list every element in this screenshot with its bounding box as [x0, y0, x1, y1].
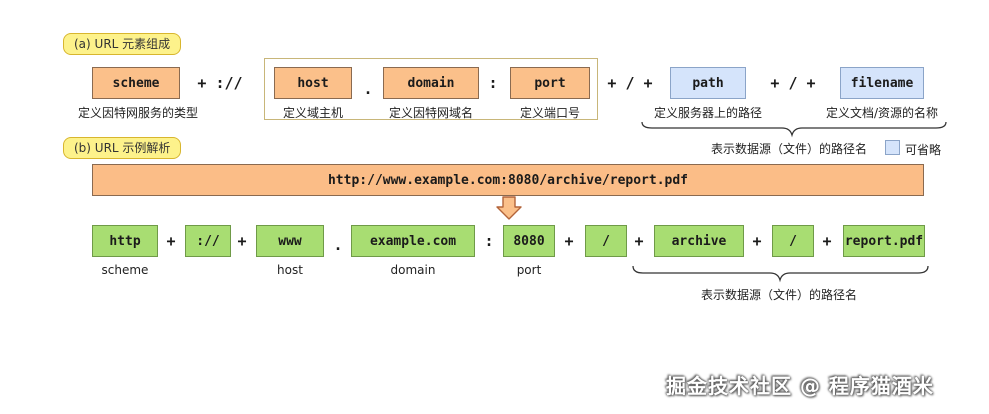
optional-legend-label: 可省略: [905, 143, 942, 157]
host-domain-port-group: [264, 58, 598, 120]
path-filename-separator: + / +: [770, 74, 816, 92]
path-brace-caption-b: 表示数据源（文件）的路径名: [700, 288, 857, 302]
port-caption-b: port: [516, 263, 542, 277]
domain-port-colon: :: [488, 74, 498, 92]
domain-caption-b: domain: [390, 263, 436, 277]
domain-port-colon-b: :: [484, 232, 494, 250]
example-domain-box: example.com: [351, 225, 475, 257]
port-path-separator: + / +: [607, 74, 653, 92]
down-arrow-icon: [496, 196, 522, 220]
path-filename-brace-a: [641, 121, 947, 138]
report-file-box: report.pdf: [843, 225, 925, 257]
section-a-label: (a) URL 元素组成: [63, 33, 182, 55]
full-url-bar: http://www.example.com:8080/archive/repo…: [92, 164, 924, 196]
section-b-label: (b) URL 示例解析: [63, 137, 182, 159]
scheme-box: scheme: [92, 67, 180, 99]
port-box: port: [510, 67, 590, 99]
archive-box: archive: [654, 225, 744, 257]
port-8080-box: 8080: [503, 225, 555, 257]
port-caption: 定义端口号: [519, 106, 580, 120]
host-caption: 定义域主机: [282, 106, 343, 120]
path-filename-brace-b: [632, 265, 929, 283]
host-caption-b: host: [277, 263, 303, 277]
watermark-text: 掘金技术社区 @ 程序猫酒米: [666, 374, 934, 398]
http-box: http: [92, 225, 158, 257]
scheme-separator: + ://: [197, 74, 243, 92]
path-box: path: [670, 67, 746, 99]
plus-6: +: [822, 232, 832, 250]
host-domain-dot: .: [363, 80, 373, 98]
host-domain-dot-b: .: [333, 236, 343, 254]
filename-caption: 定义文档/资源的名称: [825, 106, 939, 120]
scheme-caption-b: scheme: [101, 263, 149, 277]
scheme-caption: 定义因特网服务的类型: [77, 106, 198, 120]
path-brace-caption-a: 表示数据源（文件）的路径名: [710, 142, 867, 156]
path-caption: 定义服务器上的路径: [653, 106, 762, 120]
plus-3: +: [564, 232, 574, 250]
filename-box: filename: [840, 67, 924, 99]
host-box: host: [274, 67, 352, 99]
slash-box-2: /: [772, 225, 814, 257]
scheme-separator-box: ://: [185, 225, 231, 257]
slash-box-1: /: [585, 225, 627, 257]
www-box: www: [256, 225, 324, 257]
plus-5: +: [752, 232, 762, 250]
plus-4: +: [634, 232, 644, 250]
plus-1: +: [166, 232, 176, 250]
domain-box: domain: [383, 67, 479, 99]
domain-caption: 定义因特网域名: [388, 106, 473, 120]
plus-2: +: [237, 232, 247, 250]
optional-legend-swatch: [885, 140, 900, 155]
